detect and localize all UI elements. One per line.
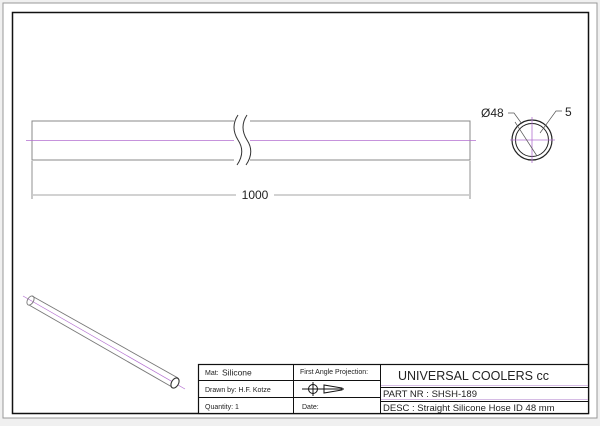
title-block: Mat: Silicone Drawn by: H.F. Kotze Quant… (197, 363, 590, 415)
first-angle-projection-icon (302, 382, 344, 396)
material-label: Mat: (205, 370, 219, 377)
front-view: 1000 (26, 114, 476, 202)
projection-label: First Angle Projection: (300, 369, 368, 376)
end-view: Ø48 5 (481, 105, 572, 163)
wall-dimension: 5 (565, 105, 572, 119)
date-label: Date: (302, 404, 319, 411)
company-name: UNIVERSAL COOLERS cc (398, 369, 549, 383)
length-dimension: 1000 (242, 188, 269, 202)
quantity: Quantity: 1 (205, 404, 239, 411)
diameter-dimension: Ø48 (481, 106, 504, 120)
isometric-view (22, 295, 186, 390)
part-number: PART NR : SHSH-189 (383, 389, 477, 400)
drawn-by: Drawn by: H.F. Kotze (205, 387, 271, 394)
description: DESC : Straight Silicone Hose ID 48 mm (383, 403, 555, 414)
sheet-outer-border (2, 2, 598, 419)
material-value: Silicone (222, 368, 252, 378)
break-line-icon (233, 114, 243, 166)
